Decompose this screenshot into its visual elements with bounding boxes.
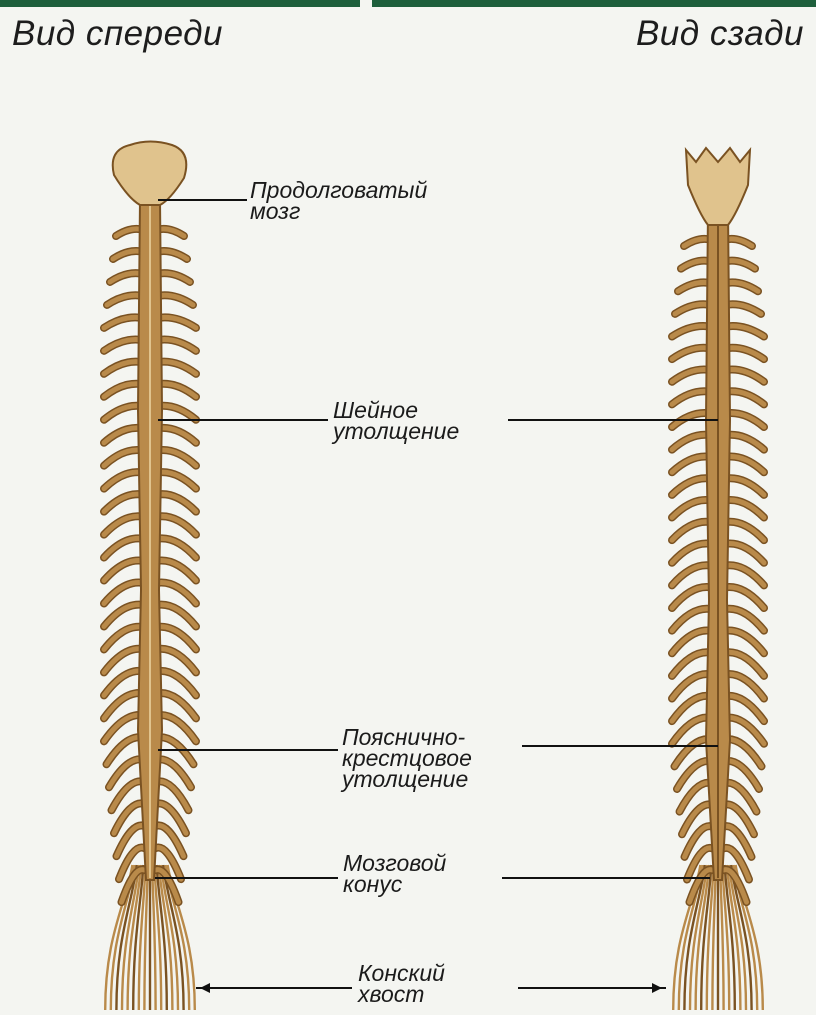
label-conus-medullaris: Мозговой конус xyxy=(343,853,446,895)
label-cervical-enlargement: Шейное утолщение xyxy=(333,400,459,442)
medulla-oblongata xyxy=(113,142,187,206)
spinal-cord-back-view xyxy=(672,148,764,1010)
spinal-nerve-root-highlight xyxy=(156,472,196,489)
label-line: утолщение xyxy=(342,769,472,790)
label-line: утолщение xyxy=(333,421,459,442)
label-line: конус xyxy=(343,874,446,895)
label-lumbosacral-enlargement: Пояснично- крестцовое утолщение xyxy=(342,727,472,790)
spinal-nerve-root-highlight xyxy=(104,472,144,489)
label-cauda-equina: Конский хвост xyxy=(358,963,445,1005)
medulla-oblongata xyxy=(686,148,750,225)
spinal-nerve-root-highlight xyxy=(724,478,764,495)
spinal-nerve-root-highlight xyxy=(672,478,712,495)
arrowhead xyxy=(200,983,210,993)
spinal-cord-front-view xyxy=(104,142,196,1011)
label-medulla: Продолговатый мозг xyxy=(250,180,427,222)
label-line: хвост xyxy=(358,984,445,1005)
label-line: мозг xyxy=(250,201,427,222)
arrowhead xyxy=(652,983,662,993)
